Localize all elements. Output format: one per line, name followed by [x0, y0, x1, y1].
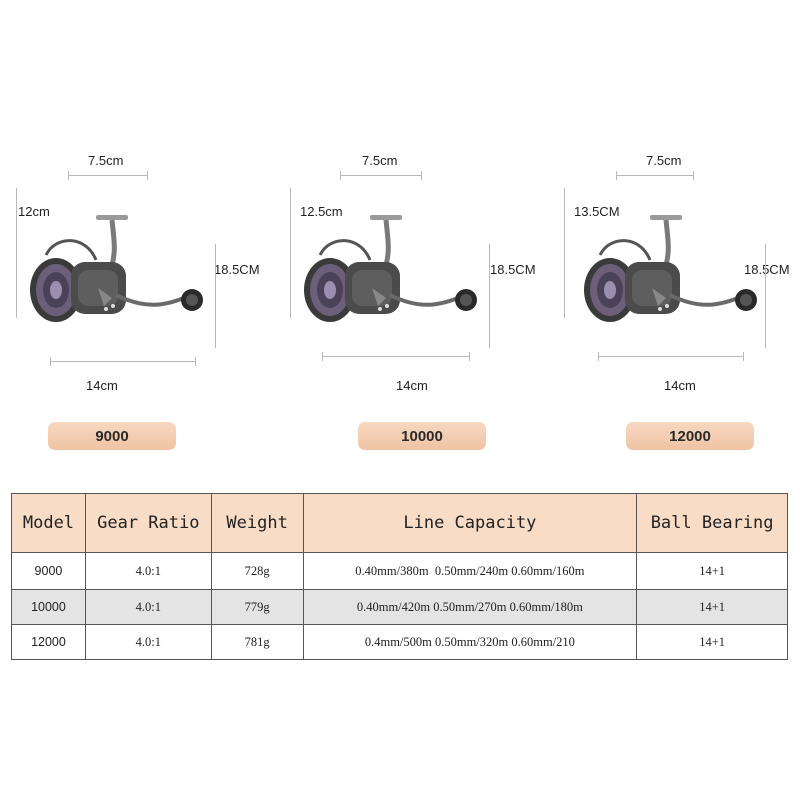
reel-panel-9000: 7.5cm 12cm 18.5CM 14cm 9000: [8, 140, 278, 460]
tick: [469, 352, 470, 361]
header-line-capacity: Line Capacity: [302, 493, 638, 553]
tick: [598, 352, 599, 361]
cell-gear-ratio: 4.0:1: [84, 552, 212, 590]
tick: [322, 352, 323, 361]
cell-gear-ratio: 4.0:1: [84, 624, 212, 660]
cell-line-capacity: 0.40mm/420m 0.50mm/270m 0.60mm/180m: [302, 589, 638, 625]
cell-model: 10000: [11, 589, 86, 625]
tick: [743, 352, 744, 361]
total-height-dimension-line: [215, 244, 216, 348]
width-dimension-line: [616, 175, 694, 176]
header-weight: Weight: [210, 493, 304, 553]
height-dimension-line: [564, 188, 565, 318]
length-dimension-line: [50, 361, 196, 362]
table-row: 9000 4.0:1 728g 0.40mm/380m 0.50mm/240m …: [11, 552, 788, 590]
width-label: 7.5cm: [362, 153, 398, 168]
fishing-reel-icon: [304, 215, 477, 322]
cell-ball-bearing: 14+1: [636, 552, 788, 590]
length-label: 14cm: [396, 378, 428, 393]
model-badge-9000: 9000: [48, 422, 176, 450]
cell-gear-ratio: 4.0:1: [84, 589, 212, 625]
cell-weight: 728g: [210, 552, 304, 590]
tick: [421, 171, 422, 180]
width-label: 7.5cm: [646, 153, 682, 168]
total-height-label: 18.5CM: [490, 262, 536, 277]
total-height-dimension-line: [765, 244, 766, 348]
cell-weight: 781g: [210, 624, 304, 660]
header-ball-bearing: Ball Bearing: [636, 493, 788, 553]
width-label: 7.5cm: [88, 153, 124, 168]
cell-line-capacity: 0.4mm/500m 0.50mm/320m 0.60mm/210: [302, 624, 638, 660]
cell-model: 9000: [11, 552, 86, 590]
table-header-row: Model Gear Ratio Weight Line Capacity Ba…: [11, 493, 788, 553]
total-height-dimension-line: [489, 244, 490, 348]
header-model: Model: [11, 493, 86, 553]
length-dimension-line: [598, 356, 744, 357]
tick: [195, 357, 196, 366]
fishing-reel-icon: [584, 215, 757, 322]
tick: [68, 171, 69, 180]
model-badge-10000: 10000: [358, 422, 486, 450]
height-dimension-line: [16, 188, 17, 318]
tick: [693, 171, 694, 180]
cell-line-capacity: 0.40mm/380m 0.50mm/240m 0.60mm/160m: [302, 552, 638, 590]
tick: [616, 171, 617, 180]
tick: [50, 357, 51, 366]
model-badge-12000: 12000: [626, 422, 754, 450]
header-gear-ratio: Gear Ratio: [84, 493, 212, 553]
table-row: 10000 4.0:1 779g 0.40mm/420m 0.50mm/270m…: [11, 589, 788, 625]
length-label: 14cm: [86, 378, 118, 393]
width-dimension-line: [340, 175, 422, 176]
length-dimension-line: [322, 356, 470, 357]
tick: [340, 171, 341, 180]
height-label: 12.5cm: [300, 204, 343, 219]
length-label: 14cm: [664, 378, 696, 393]
reel-panel-12000: 7.5cm 13.5CM 18.5CM 14cm 12000: [558, 140, 800, 460]
height-label: 12cm: [18, 204, 50, 219]
height-label: 13.5CM: [574, 204, 620, 219]
width-dimension-line: [68, 175, 148, 176]
cell-model: 12000: [11, 624, 86, 660]
cell-ball-bearing: 14+1: [636, 589, 788, 625]
total-height-label: 18.5CM: [744, 262, 790, 277]
table-row: 12000 4.0:1 781g 0.4mm/500m 0.50mm/320m …: [11, 624, 788, 660]
fishing-reel-icon: [30, 215, 203, 322]
cell-weight: 779g: [210, 589, 304, 625]
reel-panel-10000: 7.5cm 12.5cm 18.5CM 14cm 10000: [284, 140, 554, 460]
tick: [147, 171, 148, 180]
height-dimension-line: [290, 188, 291, 318]
cell-ball-bearing: 14+1: [636, 624, 788, 660]
total-height-label: 18.5CM: [214, 262, 260, 277]
spec-table: Model Gear Ratio Weight Line Capacity Ba…: [11, 493, 788, 660]
